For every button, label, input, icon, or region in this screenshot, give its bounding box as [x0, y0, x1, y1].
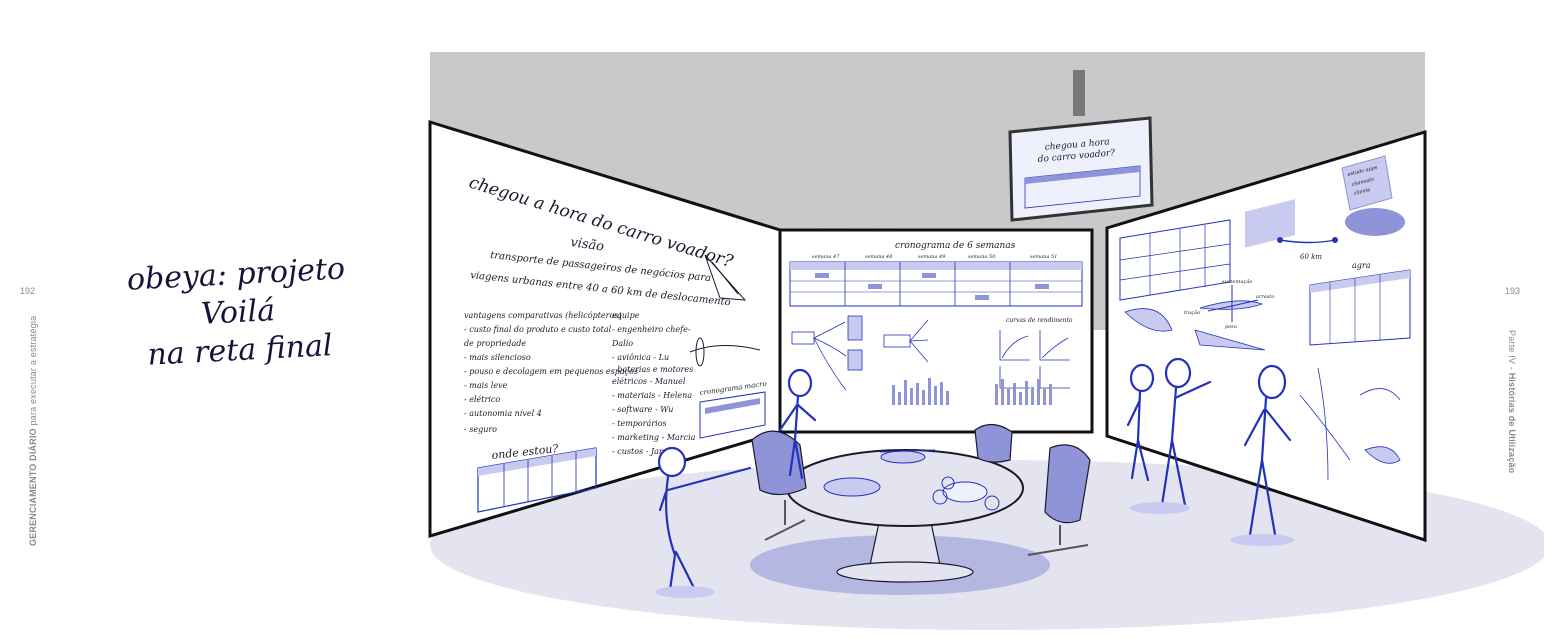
ceiling-monitor [1008, 116, 1154, 222]
advantage-7: - autonomia nível 4 [464, 409, 542, 418]
airfoil-sketch [1124, 308, 1401, 481]
advantage-2: de propriedade [464, 339, 526, 348]
team-4: - baterias e motores [612, 365, 693, 374]
week-0: semana 47 [812, 254, 840, 260]
week-2: semana 49 [918, 254, 946, 260]
comparison-table [1119, 219, 1231, 301]
team-9: - marketing - Marcia [612, 433, 696, 442]
city-map-sketch [1245, 199, 1405, 248]
ceiling [430, 52, 1425, 230]
right-chart-label: agra [1352, 261, 1371, 270]
week-labels: semana 47 semana 48 semana 49 semana 50 … [812, 254, 1057, 260]
team-7: - software - Wu [612, 405, 673, 414]
flying-car-models [823, 449, 1000, 511]
team-8: - temporários [612, 419, 667, 428]
force-drag-label: arrasto [1256, 294, 1274, 300]
vision-label: visão [569, 235, 605, 255]
people-shadows [655, 502, 1294, 598]
sticky-note: estudo apps chamado cliente [1341, 155, 1393, 211]
forces-diagram: sustentação arrasto peso tração [1184, 278, 1274, 330]
drone-sketch [689, 254, 761, 367]
team-6: - materiais - Helena [612, 391, 692, 400]
force-weight-label: peso [1225, 324, 1237, 330]
advantage-3: - mais silencioso [464, 353, 531, 362]
force-thrust-label: tração [1184, 309, 1200, 316]
team-1: - engenheiro chefe- [612, 325, 691, 334]
right-board [1105, 129, 1427, 543]
week-3: semana 50 [968, 254, 996, 260]
force-lift-label: sustentação [1222, 278, 1252, 285]
advantage-1: - custo final do produto e custo total [464, 325, 612, 334]
advantage-0: vantagens comparativas (helicópteros) [464, 311, 622, 320]
advantage-6: - elétrico [464, 395, 500, 404]
advantage-8: - seguro [464, 425, 497, 434]
note-line3: cliente [1353, 187, 1371, 197]
team-3: - aviônica - Lu [612, 353, 669, 362]
week-4: semana 51 [1030, 254, 1057, 260]
team-0: equipe [612, 311, 640, 320]
mind-map-sketch [791, 315, 929, 391]
monitor-mount [1073, 70, 1085, 116]
advantage-5: - mais leve [464, 381, 508, 390]
right-page-number: 193 [1505, 286, 1521, 296]
left-page-number: 192 [20, 286, 36, 296]
week-1: semana 48 [865, 254, 892, 260]
meeting-table [786, 449, 1024, 583]
team-5: elétricos - Manuel [612, 377, 686, 386]
curves-label: curvas de rendimento [1006, 317, 1073, 324]
monitor-table [1024, 165, 1141, 209]
macro-schedule-chart [699, 391, 766, 439]
distance-label: 60 km [1300, 253, 1322, 261]
people [657, 357, 1292, 592]
advantage-4: - pouso e decolagem em pequenos espaços [464, 367, 638, 376]
gantt-table [789, 261, 1083, 307]
right-chart-table [1309, 269, 1411, 346]
chairs [751, 423, 1091, 556]
status-table [477, 447, 597, 513]
advantages-list: vantagens comparativas (helicópteros) - … [464, 311, 638, 434]
bar-charts [892, 378, 1052, 405]
team-10: - custos - Jana [612, 447, 669, 456]
center-board-heading: cronograma de 6 semanas [895, 241, 1016, 251]
team-list: equipe - engenheiro chefe- Dalio - aviôn… [611, 311, 696, 456]
note-line2: chamado [1351, 177, 1375, 188]
team-2: Dalio [611, 339, 633, 348]
